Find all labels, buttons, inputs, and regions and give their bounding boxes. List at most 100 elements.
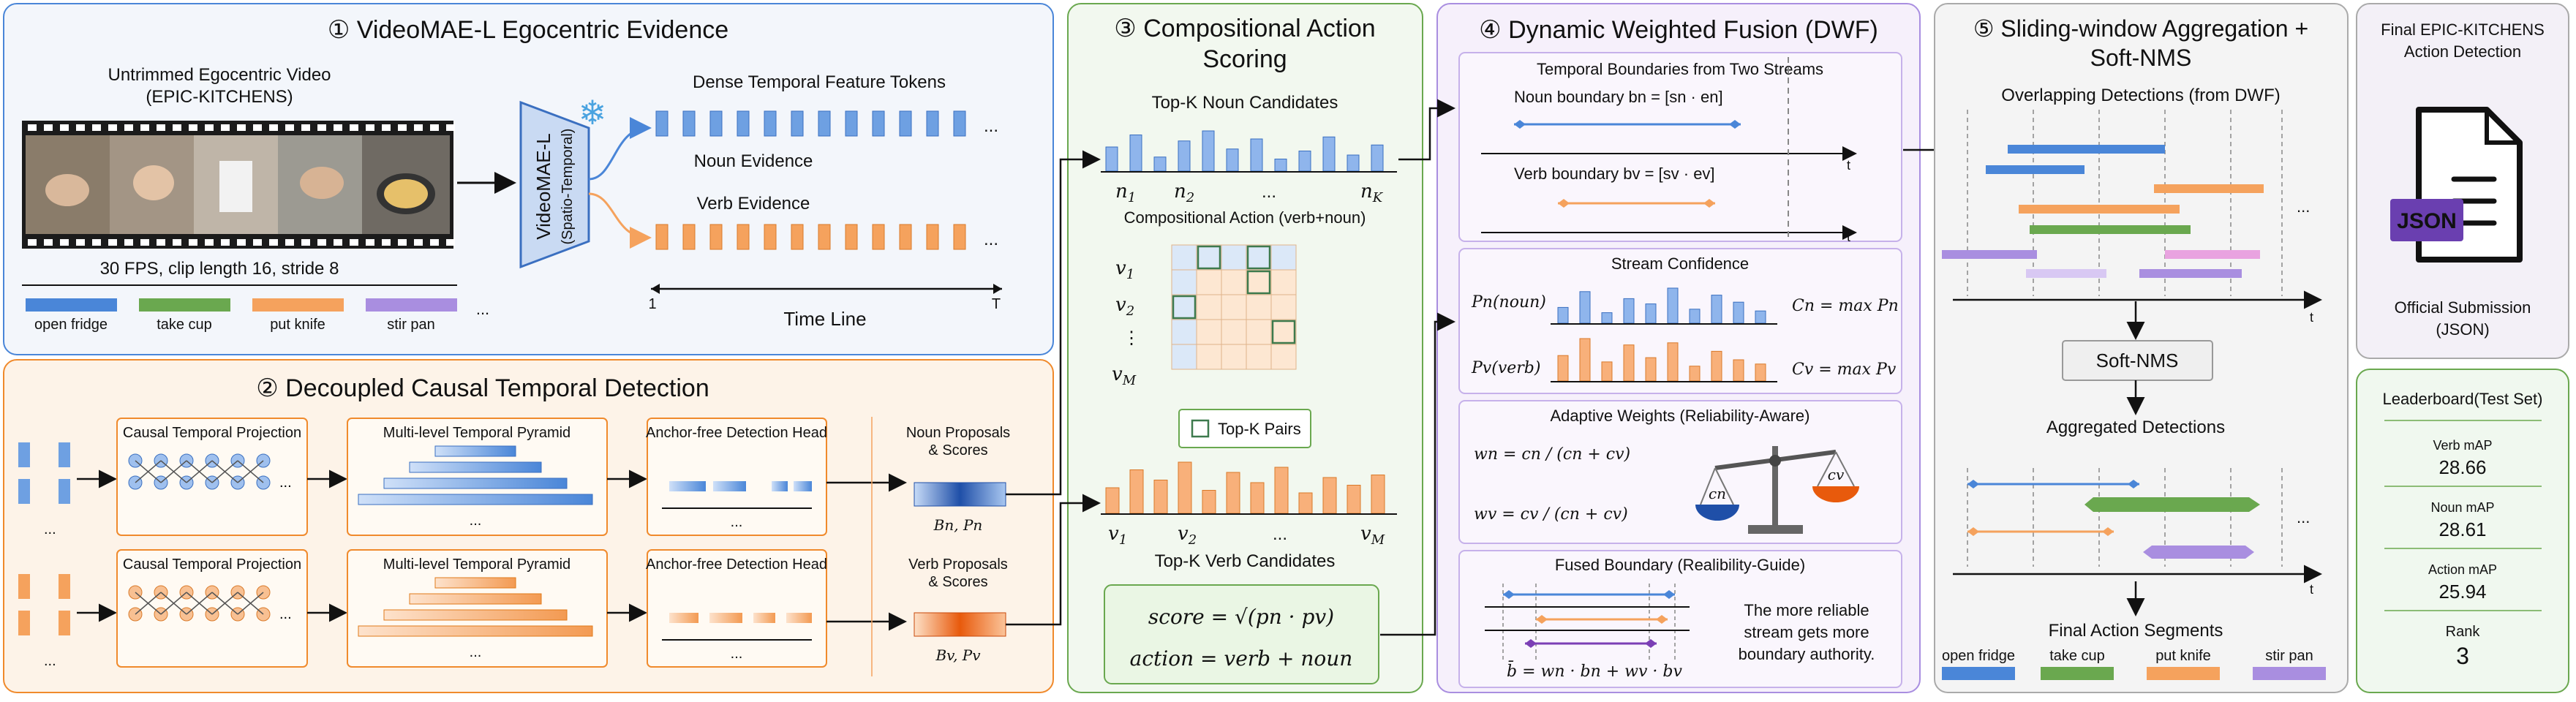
axis-t: t xyxy=(1847,230,1850,244)
encoder-label-2: (Spatio-Temporal) xyxy=(560,129,576,245)
noun-pyramid-box: Multi-level Temporal Pyramid ... xyxy=(347,418,608,536)
topk-pair-cell xyxy=(1246,245,1271,270)
pv-bar xyxy=(1689,366,1701,382)
noun-head-box: Anchor-free Detection Head ... xyxy=(646,418,827,536)
film-sprocket xyxy=(382,239,391,246)
film-sprocket xyxy=(366,124,374,131)
pv-bar xyxy=(1645,357,1657,382)
matrix-cell xyxy=(1221,244,1247,271)
projection-edge xyxy=(186,460,213,483)
verb-proposals-math: Bv, Pv xyxy=(935,646,981,664)
film-sprocket xyxy=(28,124,37,131)
action-formula: action = verb + noun xyxy=(1130,646,1353,671)
topk-pairs-label: Top-K Pairs xyxy=(1218,420,1301,438)
wn-formula: wn = cn / (cn + cv) xyxy=(1474,445,1630,464)
film-sprocket xyxy=(430,239,439,246)
pv-bar xyxy=(1601,361,1613,382)
noun-map-label: Noun mAP xyxy=(2430,500,2494,515)
matrix-cell xyxy=(1270,244,1297,271)
noun-token xyxy=(682,110,696,137)
noun-bar xyxy=(1202,130,1215,172)
film-sprocket xyxy=(108,239,117,246)
rank-value: 3 xyxy=(2456,643,2469,669)
matrix-cell xyxy=(1221,344,1247,370)
projection-edge xyxy=(135,592,162,615)
matrix-cell xyxy=(1270,269,1297,295)
matrix-cell xyxy=(1221,294,1247,320)
film-sprocket xyxy=(334,239,342,246)
verb-tokens-ellipsis: ... xyxy=(984,230,998,249)
film-sprocket xyxy=(60,239,69,246)
matrix-cell xyxy=(1246,294,1272,320)
svg-text:...: ... xyxy=(44,653,56,669)
overlap-bar-take-cup xyxy=(2030,225,2191,234)
film-sprocket xyxy=(366,239,374,246)
verb-token xyxy=(791,224,804,250)
fused-note-3: boundary authority. xyxy=(1739,645,1875,663)
panel-dwf: ④ Dynamic Weighted Fusion (DWF) Temporal… xyxy=(1436,3,1921,693)
axis-t: t xyxy=(2310,582,2313,597)
noun-tokens xyxy=(655,110,966,137)
weights-title: Adaptive Weights (Reliability-Aware) xyxy=(1551,407,1810,425)
noun-proposals-label-2: & Scores xyxy=(928,442,987,458)
film-sprockets xyxy=(28,124,455,246)
pn-bar xyxy=(1711,295,1722,324)
encoder-label-1: VideoMAE-L xyxy=(532,133,554,240)
noun-token xyxy=(655,110,669,137)
panel3-title-2: Scoring xyxy=(1202,45,1287,73)
pv-bar xyxy=(1579,338,1591,382)
noun-token xyxy=(709,110,723,137)
verb-proposals-label-1: Verb Proposals xyxy=(908,556,1008,573)
pn-bar xyxy=(1755,310,1766,324)
confidence-title: Stream Confidence xyxy=(1611,254,1749,273)
compositional-label: Compositional Action (verb+noun) xyxy=(1124,208,1366,227)
final-segments-label: Final Action Segments xyxy=(2049,621,2223,641)
verb-bar xyxy=(1250,482,1265,514)
pv-bars xyxy=(1557,338,1766,382)
matrix-cell xyxy=(1171,344,1197,370)
final-title-2: Action Detection xyxy=(2404,42,2521,61)
panel2-title: ② Decoupled Causal Temporal Detection xyxy=(256,374,709,402)
film-strip xyxy=(22,121,455,249)
timeline: 1 T Time Line xyxy=(648,284,1002,330)
noun-tokens-ellipsis: ... xyxy=(984,116,998,136)
noun-bar xyxy=(1298,151,1311,172)
film-sprocket xyxy=(157,239,165,246)
matrix-cell xyxy=(1221,319,1247,345)
film-sprocket xyxy=(414,124,423,131)
film-sprocket xyxy=(173,124,181,131)
film-sprocket xyxy=(253,239,262,246)
rank-label: Rank xyxy=(2446,624,2481,640)
verb-evidence-label: Verb Evidence xyxy=(697,194,810,214)
action-map-value: 25.94 xyxy=(2438,581,2486,603)
pv-bar xyxy=(1667,342,1679,382)
verb-token xyxy=(709,224,723,250)
projection-ellipsis: ... xyxy=(279,475,292,491)
legend-open-fridge: open fridge xyxy=(34,317,108,333)
film-sprocket xyxy=(189,124,197,131)
panel4-title: ④ Dynamic Weighted Fusion (DWF) xyxy=(1479,16,1878,44)
film-sprocket xyxy=(189,239,197,246)
svg-text:...: ... xyxy=(470,513,482,529)
legend-take-cup: take cup xyxy=(2049,648,2105,664)
noun-input-tokens: ... xyxy=(18,442,70,537)
overlap-bar-stir-pan xyxy=(1942,250,2037,259)
wv-formula: wv = cv / (cn + cv) xyxy=(1474,505,1628,524)
projection-edge xyxy=(186,592,213,615)
video-title-2: (EPIC-KITCHENS) xyxy=(146,87,293,107)
verb-proposals: Verb Proposals & Scores Bv, Pv xyxy=(908,556,1008,664)
noun-proposals: Noun Proposals & Scores Bn, Pn xyxy=(906,425,1010,534)
projection-edge xyxy=(237,460,264,483)
noun-tick-k: nK xyxy=(1360,181,1384,205)
film-sprocket xyxy=(334,124,342,131)
matrix-cell xyxy=(1221,269,1247,295)
verb-bar xyxy=(1298,492,1313,514)
matrix-cell xyxy=(1246,344,1272,370)
noun-evidence-label: Noun Evidence xyxy=(694,151,813,171)
overlap-label: Overlapping Detections (from DWF) xyxy=(2001,86,2280,105)
fused-title: Fused Boundary (Realibility-Guide) xyxy=(1555,556,1805,574)
verb-boundary-label: Verb boundary bv = [sv · ev] xyxy=(1514,165,1715,183)
film-sprocket xyxy=(205,239,214,246)
projection-label: Causal Temporal Projection xyxy=(123,425,301,441)
verb-token xyxy=(953,224,966,250)
